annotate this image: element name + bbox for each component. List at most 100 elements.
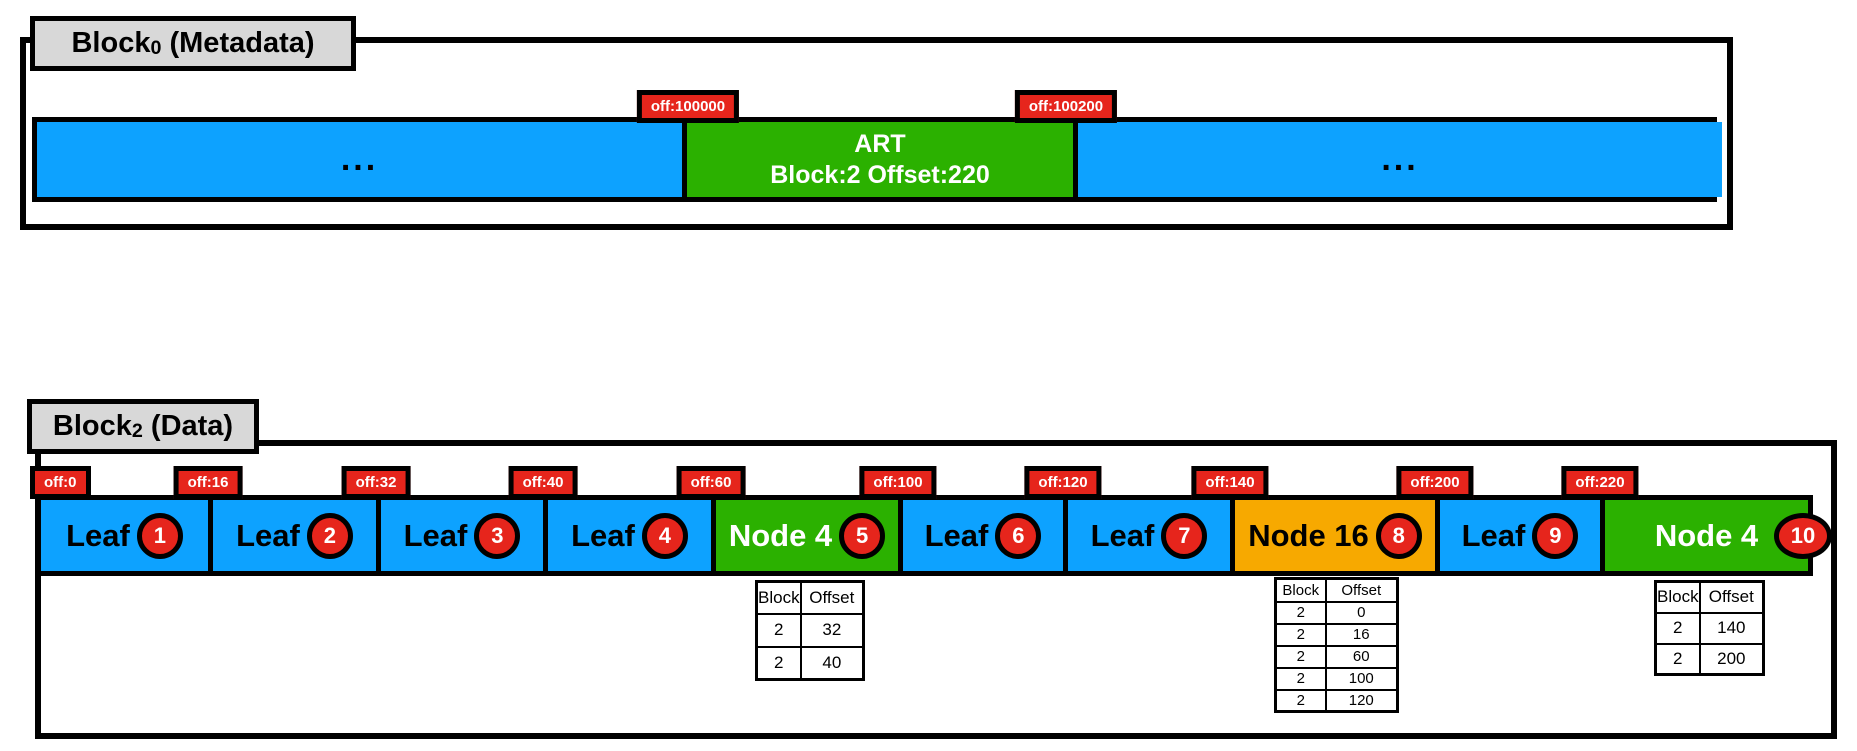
offset-tag-120: off:120 (1024, 466, 1102, 499)
segment-badge: 7 (1161, 512, 1208, 559)
offset-tag-40: off:40 (508, 466, 578, 499)
cell-block: 2 (1274, 688, 1327, 713)
segment-badge: 3 (474, 512, 521, 559)
cell-offset: 32 (799, 612, 865, 648)
cell-offset: 200 (1698, 642, 1765, 676)
segment-label: Node 4 (728, 517, 833, 553)
offset-tag-100000: off:100000 (636, 90, 740, 123)
segment-label: Leaf (571, 517, 635, 553)
segment-leaf-2: Leaf 2 (208, 500, 376, 571)
block0-container (20, 37, 1733, 230)
node4-5-pointer-table: Block Offset 2 32 2 40 (755, 580, 866, 681)
table-header-offset: Offset (799, 580, 865, 615)
table-header-offset: Offset (1698, 580, 1765, 614)
segment-leaf-9: Leaf 9 (1435, 500, 1600, 571)
cell-offset: 16 (1324, 622, 1399, 647)
offset-tag-100200: off:100200 (1014, 90, 1118, 123)
offset-tag-32: off:32 (341, 466, 411, 499)
offset-tag-16: off:16 (173, 466, 243, 499)
segment-label: Leaf (236, 517, 300, 553)
offset-tag-100: off:100 (859, 466, 937, 499)
segment-label: Leaf (1461, 517, 1526, 553)
art-label: ART (854, 129, 906, 158)
offset-tag-200: off:200 (1396, 466, 1474, 499)
block2-title-subscript: 2 (131, 419, 143, 442)
table-header-block: Block (755, 580, 802, 615)
table-row: 2 32 (755, 612, 865, 648)
segment-node16-8: Node 16 8 (1230, 500, 1435, 571)
cell-block: 2 (1654, 611, 1701, 645)
data-bar: Leaf 1 Leaf 2 Leaf 3 Leaf 4 Node 4 5 Lea… (36, 495, 1832, 576)
table-header-offset: Offset (1324, 577, 1399, 603)
table-row: 2 60 (1274, 644, 1399, 669)
segment-leaf-1: Leaf 1 (41, 500, 208, 571)
segment-badge: 9 (1532, 512, 1579, 559)
table-row: 2 16 (1274, 622, 1399, 647)
segment-node4-5: Node 4 5 (711, 500, 898, 571)
segment-label: Node 4 (1654, 517, 1759, 553)
segment-label: Node 16 (1248, 517, 1369, 553)
segment-leaf-4: Leaf 4 (543, 500, 711, 571)
table-header-row: Block Offset (755, 580, 865, 615)
segment-badge: 10 (1774, 512, 1832, 559)
table-row: 2 120 (1274, 688, 1399, 713)
art-segment: ART Block:2 Offset:220 (682, 122, 1073, 197)
table-row: 2 0 (1274, 600, 1399, 625)
segment-badge: 1 (136, 512, 183, 559)
segment-label: Leaf (66, 517, 130, 553)
table-header-block: Block (1274, 577, 1327, 603)
cell-block: 2 (1274, 666, 1327, 691)
table-row: 2 200 (1654, 642, 1765, 676)
offset-tag-0: off:0 (30, 466, 91, 499)
offset-tag-60: off:60 (676, 466, 746, 499)
table-header-row: Block Offset (1654, 580, 1765, 614)
art-segment-text: ART Block:2 Offset:220 (770, 129, 990, 191)
segment-label: Leaf (403, 517, 468, 553)
node4-10-pointer-table: Block Offset 2 140 2 200 (1654, 580, 1766, 676)
segment-leaf-7: Leaf 7 (1063, 500, 1230, 571)
block2-container (35, 440, 1837, 739)
block2-title-suffix: (Data) (142, 410, 234, 442)
segment-label: Leaf (1090, 517, 1155, 553)
segment-badge: 5 (839, 512, 886, 559)
segment-label: Leaf (924, 517, 989, 553)
cell-block: 2 (1274, 600, 1327, 625)
segment-badge: 8 (1375, 512, 1422, 559)
cell-block: 2 (1274, 644, 1327, 669)
table-row: 2 140 (1654, 611, 1765, 645)
ellipsis-right: ... (1381, 140, 1419, 178)
segment-badge: 2 (306, 512, 353, 559)
table-row: 2 40 (755, 645, 865, 681)
segment-node4-10: Node 4 10 (1600, 500, 1832, 571)
table-header-block: Block (1654, 580, 1701, 614)
block0-title-subscript: 0 (150, 36, 162, 59)
table-row: 2 100 (1274, 666, 1399, 691)
segment-leaf-3: Leaf 3 (376, 500, 543, 571)
cell-offset: 60 (1324, 644, 1399, 669)
table-header-row: Block Offset (1274, 577, 1399, 603)
block0-title-main: Block (71, 27, 151, 59)
cell-block: 2 (1274, 622, 1327, 647)
cell-offset: 120 (1324, 688, 1399, 713)
cell-offset: 100 (1324, 666, 1399, 691)
block0-title-suffix: (Metadata) (161, 27, 315, 59)
segment-leaf-6: Leaf 6 (898, 500, 1063, 571)
ellipsis-left: ... (340, 140, 379, 178)
cell-offset: 140 (1698, 611, 1765, 645)
metadata-left-segment: ... (37, 122, 682, 197)
cell-block: 2 (755, 645, 802, 681)
metadata-right-segment: ... (1073, 122, 1722, 197)
offset-tag-140: off:140 (1191, 466, 1269, 499)
metadata-bar: ... ART Block:2 Offset:220 ... (32, 117, 1722, 202)
segment-badge: 6 (995, 512, 1042, 559)
cell-block: 2 (1654, 642, 1701, 676)
cell-offset: 40 (799, 645, 865, 681)
art-pointer-label: Block:2 Offset:220 (770, 160, 990, 189)
node16-8-pointer-table: Block Offset 2 0 2 16 2 60 2 100 2 120 (1274, 577, 1399, 713)
cell-block: 2 (755, 612, 802, 648)
block2-title-main: Block (52, 410, 132, 442)
cell-offset: 0 (1324, 600, 1399, 625)
offset-tag-220: off:220 (1561, 466, 1639, 499)
